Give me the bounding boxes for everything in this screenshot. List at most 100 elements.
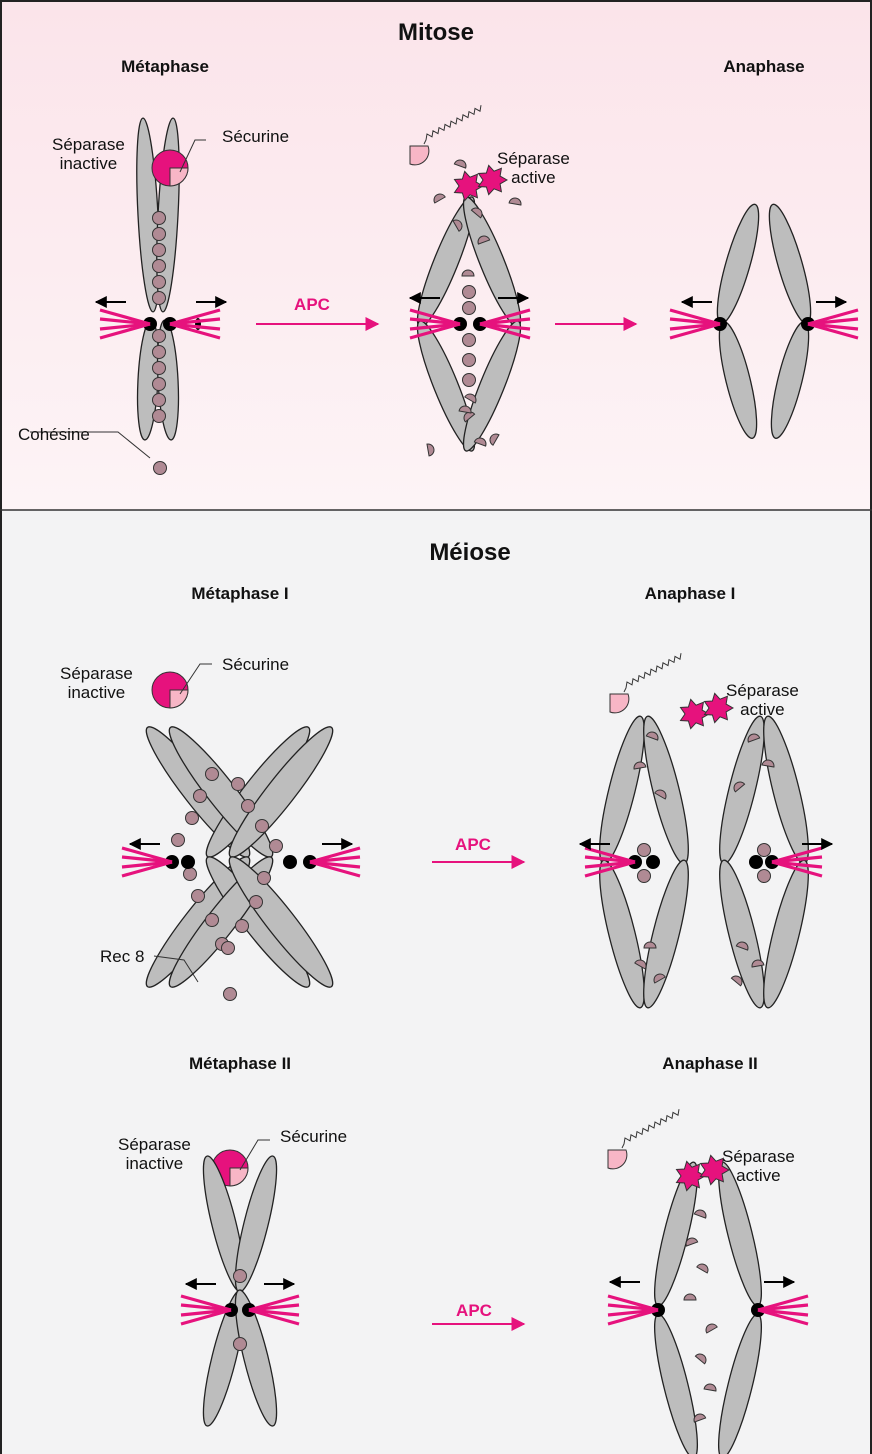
cleaved-cohesin	[488, 432, 499, 445]
ubiquitin-chain	[622, 1109, 679, 1148]
cohesin	[154, 462, 167, 475]
separase-active-label-1: Séparase active	[726, 682, 799, 719]
cleaved-cohesin	[704, 1383, 717, 1391]
spindle-fibers	[670, 310, 720, 338]
rec8-label: Rec 8	[100, 948, 144, 967]
cohesin	[206, 914, 219, 927]
cohesin	[463, 334, 476, 347]
cohesin	[463, 354, 476, 367]
chromatid	[710, 1311, 769, 1454]
spindle-fibers	[808, 310, 858, 338]
metaphase-label: Métaphase	[121, 58, 209, 77]
cohesin	[206, 768, 219, 781]
separase-inactive-label: Séparase inactive	[52, 136, 125, 173]
cohesine-label: Cohésine	[18, 426, 90, 445]
degraded-securin	[608, 1150, 627, 1169]
anaphase-2-label: Anaphase II	[662, 1055, 757, 1074]
chromatid	[709, 201, 766, 327]
securine-label: Sécurine	[222, 128, 289, 147]
centromere	[283, 855, 297, 869]
cohesin	[222, 942, 235, 955]
centromere	[646, 855, 660, 869]
cohesin	[153, 378, 166, 391]
securin	[170, 690, 188, 708]
cohesin	[242, 800, 255, 813]
cohesin	[172, 834, 185, 847]
cohesin	[153, 212, 166, 225]
degraded-securin	[410, 146, 429, 165]
cohesin	[236, 920, 249, 933]
mitosis-title: Mitose	[398, 20, 474, 46]
ubiquitin-chain	[624, 653, 681, 692]
apc-label-2: APC	[456, 1302, 492, 1321]
cohesin	[153, 346, 166, 359]
cohesin	[258, 872, 271, 885]
cohesin	[153, 244, 166, 257]
cleaved-cohesin	[427, 443, 435, 456]
cohesin	[194, 790, 207, 803]
cleaved-cohesin	[697, 1262, 710, 1273]
cohesin	[153, 362, 166, 375]
cohesin	[224, 988, 237, 1001]
cohesin	[192, 890, 205, 903]
cohesin	[153, 330, 166, 343]
cleaved-cohesin	[704, 1322, 717, 1333]
centromere	[749, 855, 763, 869]
chromatid	[761, 201, 818, 327]
securin	[230, 1168, 248, 1186]
separase-inactive-label-1: Séparase inactive	[60, 665, 133, 702]
cohesin	[638, 870, 651, 883]
cohesin	[638, 844, 651, 857]
spindle-fibers	[310, 848, 360, 876]
cohesin	[250, 896, 263, 909]
securine-label-2: Sécurine	[280, 1128, 347, 1147]
centromere	[181, 855, 195, 869]
cleaved-cohesin	[694, 1208, 707, 1218]
securin	[170, 168, 188, 186]
cleaved-cohesin	[695, 1352, 708, 1364]
spindle-fibers	[758, 1296, 808, 1324]
cohesin	[232, 778, 245, 791]
cohesin	[463, 302, 476, 315]
cleaved-cohesin	[684, 1294, 696, 1300]
cleaved-cohesin	[462, 270, 474, 276]
cohesin	[758, 844, 771, 857]
cohesin	[153, 276, 166, 289]
cleaved-cohesin	[509, 197, 522, 205]
cohesin	[463, 286, 476, 299]
spindle-fibers	[100, 310, 150, 338]
cohesin	[234, 1270, 247, 1283]
cohesin	[153, 228, 166, 241]
cohesin	[153, 410, 166, 423]
spindle-fibers	[122, 848, 172, 876]
cleaved-cohesin	[454, 158, 467, 168]
apc-label: APC	[294, 296, 330, 315]
cohesin	[463, 374, 476, 387]
chromatid	[712, 319, 764, 441]
cohesin	[270, 840, 283, 853]
meiosis-title: Méiose	[429, 540, 510, 566]
chromatid	[764, 319, 816, 441]
securine-label-1: Sécurine	[222, 656, 289, 675]
degraded-securin	[610, 694, 629, 713]
ubiquitin-chain	[424, 105, 481, 144]
cohesin	[256, 820, 269, 833]
metaphase-1-label: Métaphase I	[191, 585, 288, 604]
anaphase-label: Anaphase	[723, 58, 804, 77]
spindle-fibers	[608, 1296, 658, 1324]
cohesin	[186, 812, 199, 825]
apc-label-1: APC	[455, 836, 491, 855]
cohesin	[153, 394, 166, 407]
metaphase-2-label: Métaphase II	[189, 1055, 291, 1074]
cohesin	[234, 1338, 247, 1351]
anaphase-1-label: Anaphase I	[645, 585, 736, 604]
cohesin	[153, 292, 166, 305]
separase-active-label-2: Séparase active	[722, 1148, 795, 1185]
cleaved-cohesin	[432, 192, 445, 203]
cohesin	[184, 868, 197, 881]
chromatid	[646, 1311, 705, 1454]
cohesin	[758, 870, 771, 883]
separase-active-label: Séparase active	[497, 150, 570, 187]
